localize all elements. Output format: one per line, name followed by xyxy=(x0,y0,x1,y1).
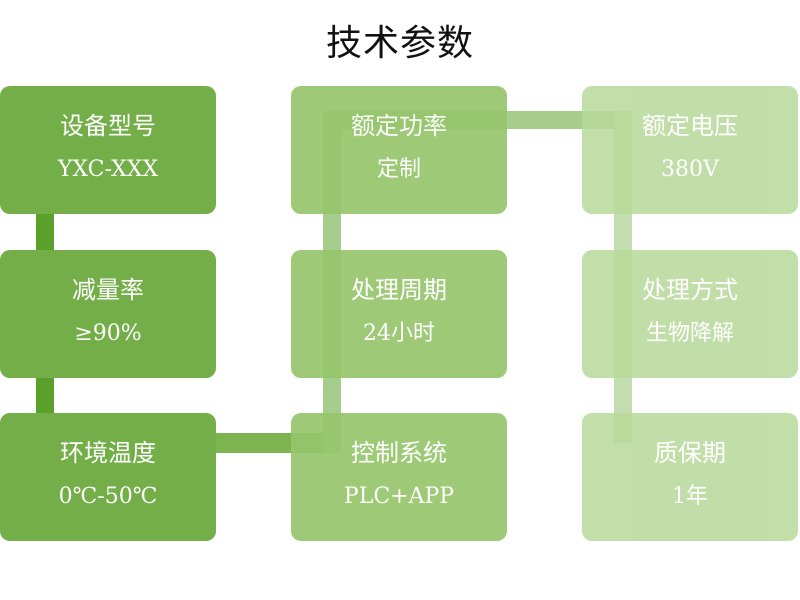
param-value: 380V xyxy=(661,157,719,182)
param-card-rated-power: 额定功率 定制 xyxy=(291,86,507,214)
param-card-warranty: 质保期 1年 xyxy=(582,413,798,541)
param-label: 减量率 xyxy=(72,276,144,304)
page-title: 技术参数 xyxy=(325,23,474,64)
param-value: 0℃-50℃ xyxy=(58,484,158,509)
param-value: 24小时 xyxy=(363,321,435,346)
param-value: ≥90% xyxy=(74,321,142,346)
param-label: 处理方式 xyxy=(642,276,738,304)
param-card-rated-voltage: 额定电压 380V xyxy=(582,86,798,214)
param-label: 环境温度 xyxy=(60,439,156,467)
param-card-ambient-temperature: 环境温度 0℃-50℃ xyxy=(0,413,216,541)
param-label: 处理周期 xyxy=(351,276,447,304)
param-card-control-system: 控制系统 PLC+APP xyxy=(291,413,507,541)
param-value: YXC-XXX xyxy=(57,157,159,182)
param-label: 设备型号 xyxy=(60,112,156,140)
param-card-processing-cycle: 处理周期 24小时 xyxy=(291,250,507,378)
param-label: 额定功率 xyxy=(351,112,447,140)
param-value: 生物降解 xyxy=(645,321,734,346)
param-label: 额定电压 xyxy=(642,112,738,140)
param-card-model: 设备型号 YXC-XXX xyxy=(0,86,216,214)
param-value: 1年 xyxy=(672,484,708,509)
param-label: 控制系统 xyxy=(351,439,447,467)
param-value: 定制 xyxy=(376,157,421,182)
param-value: PLC+APP xyxy=(343,484,455,509)
param-card-processing-method: 处理方式 生物降解 xyxy=(582,250,798,378)
param-card-reduction-rate: 减量率 ≥90% xyxy=(0,250,216,378)
param-label: 质保期 xyxy=(654,439,726,467)
